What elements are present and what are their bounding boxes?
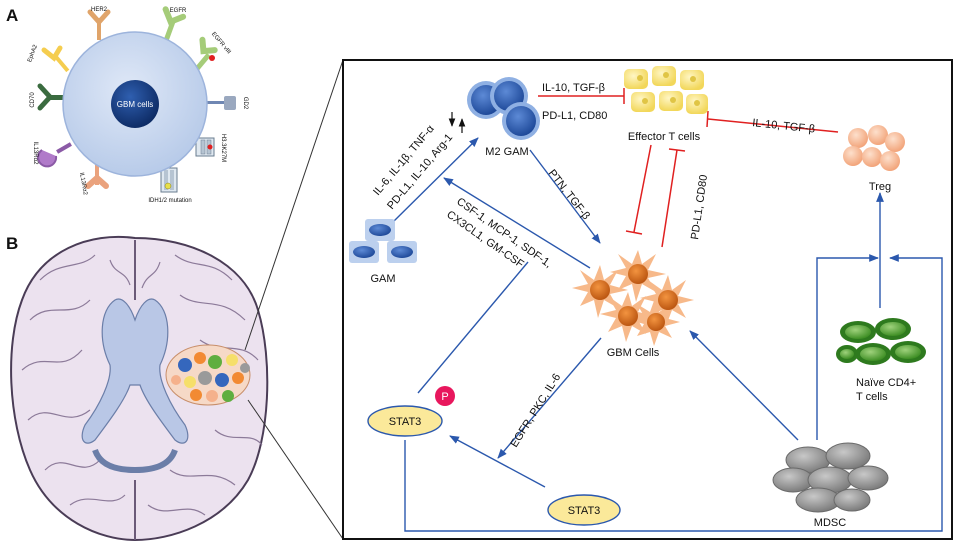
marker-epha2: EphA2 (27, 44, 39, 64)
marker-idh: IDH1/2 mutation (148, 198, 191, 204)
inhibit-gbm-to-effector (661, 149, 678, 248)
m2-gam-cells (467, 77, 540, 140)
activation-arrows (392, 137, 943, 532)
arrow-stat3-to-treg (404, 254, 943, 532)
label-naive-cd4-line1: Naïve CD4+ (856, 377, 916, 389)
gam-cells (349, 219, 417, 263)
zoom-line-top (244, 59, 344, 351)
naive-cd4-t-cells (836, 318, 926, 365)
inhibit-effector-to-gbm (633, 144, 652, 233)
inhibit-treg-bar (706, 110, 709, 128)
egfr-receptor-icon (162, 6, 187, 43)
marker-il13ra2-bottom: IL13Rα2 (78, 172, 88, 196)
zoom-line-bottom (247, 399, 344, 540)
egfrviii-receptor-icon (194, 36, 218, 72)
arrow-stat3-to-pstat3 (449, 435, 546, 488)
label-effector-t-cells: Effector T cells (628, 131, 701, 143)
her2-receptor-icon (87, 9, 111, 40)
mdsc-cells (772, 442, 889, 513)
inhibit-effector-bar (625, 230, 643, 235)
label-gbm-cells: GBM Cells (607, 347, 660, 359)
stat3-node (547, 494, 621, 526)
edge-m2-eff-top: IL-10, TGF-β (542, 82, 605, 94)
gbm-cell-nucleus (111, 80, 159, 128)
marker-il13ra2-left: IL13Rα2 (32, 142, 38, 165)
epha2-receptor-icon (41, 45, 70, 73)
label-m2-gam: M2 GAM (485, 146, 528, 158)
label-treg: Treg (869, 181, 891, 193)
il13ra2-receptor-icon (37, 142, 72, 168)
arrow-gam-to-stat3-line (417, 261, 529, 394)
label-stat3: STAT3 (568, 505, 601, 517)
effector-t-cells (624, 66, 708, 114)
arrow-gam-to-m2gam (392, 137, 479, 223)
marker-cd70: CD70 (30, 92, 36, 108)
marker-h33k27m: H3.3K27M (220, 134, 226, 162)
label-stat3-phospho: STAT3 (389, 416, 422, 428)
brain-tumor-cluster (165, 344, 251, 406)
inhibit-gbm-bar (668, 148, 686, 152)
gbm-cells-cluster (572, 250, 694, 346)
phospho-p-label: P (441, 391, 448, 403)
stat3-phospho-node (367, 405, 443, 437)
cd70-receptor-icon (37, 83, 70, 111)
label-gam: GAM (370, 273, 395, 285)
inhibition-lines (538, 88, 839, 248)
treg-cells (843, 125, 905, 171)
marker-gd2: GD2 (242, 97, 248, 110)
gbm-cell-label: GBM cells (117, 100, 153, 109)
phospho-p-badge (435, 386, 455, 406)
marker-egfr: EGFR (170, 8, 187, 14)
arrow-mdsc-to-gbm (689, 330, 799, 441)
edge-m2-eff-bottom: PD-L1, CD80 (542, 110, 607, 122)
il13ra2-peach-receptor-icon (85, 165, 109, 189)
arrow-mdsc-to-treg (816, 254, 879, 440)
label-mdsc: MDSC (814, 517, 846, 529)
panel-a-label: A (6, 6, 18, 25)
idh-mutation-icon (160, 167, 178, 193)
gd2-receptor-icon (204, 96, 236, 110)
arrow-gbm-to-gam (443, 177, 591, 269)
brain-illustration (10, 235, 269, 542)
arrow-gbm-to-stat3 (497, 337, 602, 459)
label-naive-cd4-line2: T cells (856, 391, 888, 403)
marker-her2: HER2 (91, 7, 108, 13)
h33k27m-icon (195, 137, 215, 157)
inhibit-treg-to-effector (707, 118, 839, 133)
arrow-m2gam-to-gbm (529, 149, 601, 244)
panel-b-label: B (6, 234, 18, 253)
